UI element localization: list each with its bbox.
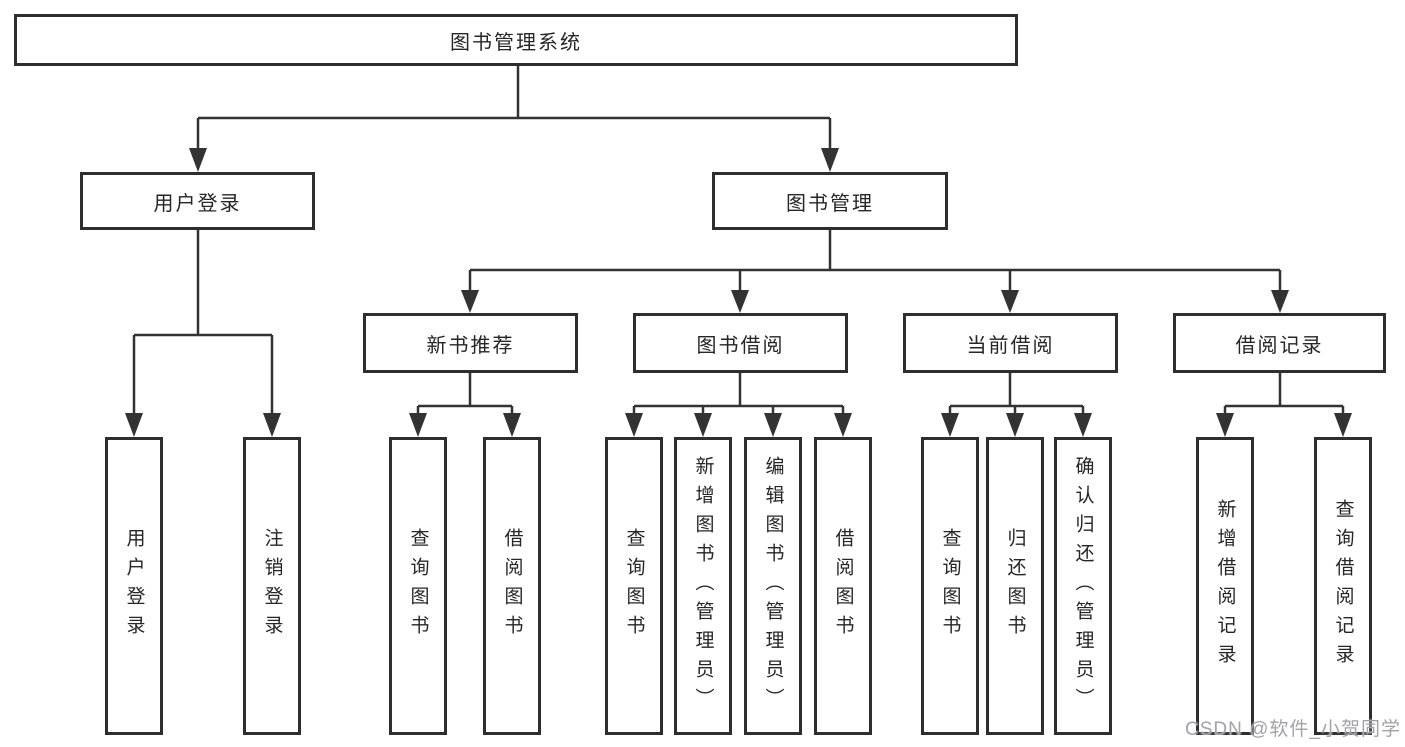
node-book-borrow: 图书借阅	[633, 313, 848, 373]
leaf-label: 查询图书	[939, 528, 961, 644]
node-library-management-system: 图书管理系统	[14, 14, 1018, 66]
leaf-add-borrow-record: 新增借阅记录	[1196, 437, 1254, 735]
leaf-query-books-recommend: 查询图书	[389, 437, 447, 735]
leaf-borrow-books: 借阅图书	[814, 437, 872, 735]
node-book-management: 图书管理	[712, 172, 948, 230]
leaf-label: 注销登录	[261, 528, 283, 644]
leaf-label: 用户登录	[123, 528, 145, 644]
leaf-query-books-current: 查询图书	[921, 437, 979, 735]
leaf-query-books-borrow: 查询图书	[605, 437, 663, 735]
leaf-label: 归还图书	[1004, 528, 1026, 644]
leaf-edit-book-admin: 编辑图书（管理员）	[744, 437, 802, 735]
leaf-label: 新增图书（管理员）	[692, 455, 714, 717]
node-user-login: 用户登录	[80, 172, 315, 230]
leaf-query-borrow-record: 查询借阅记录	[1314, 437, 1372, 735]
leaf-user-login: 用户登录	[105, 437, 163, 735]
leaf-add-book-admin: 新增图书（管理员）	[674, 437, 732, 735]
node-current-borrow: 当前借阅	[903, 313, 1118, 373]
leaf-logout: 注销登录	[243, 437, 301, 735]
leaf-return-book: 归还图书	[986, 437, 1044, 735]
leaf-borrow-books-recommend: 借阅图书	[483, 437, 541, 735]
node-borrow-records: 借阅记录	[1173, 313, 1386, 373]
leaf-label: 借阅图书	[832, 528, 854, 644]
leaf-label: 查询借阅记录	[1332, 499, 1354, 673]
node-new-book-recommend: 新书推荐	[363, 313, 578, 373]
watermark: CSDN @软件_小贺同学	[1185, 719, 1401, 740]
leaf-label: 新增借阅记录	[1214, 499, 1236, 673]
leaf-confirm-return-admin: 确认归还（管理员）	[1054, 437, 1112, 735]
leaf-label: 查询图书	[623, 528, 645, 644]
leaf-label: 确认归还（管理员）	[1072, 455, 1094, 717]
leaf-label: 编辑图书（管理员）	[762, 455, 784, 717]
leaf-label: 查询图书	[407, 528, 429, 644]
leaf-label: 借阅图书	[501, 528, 523, 644]
